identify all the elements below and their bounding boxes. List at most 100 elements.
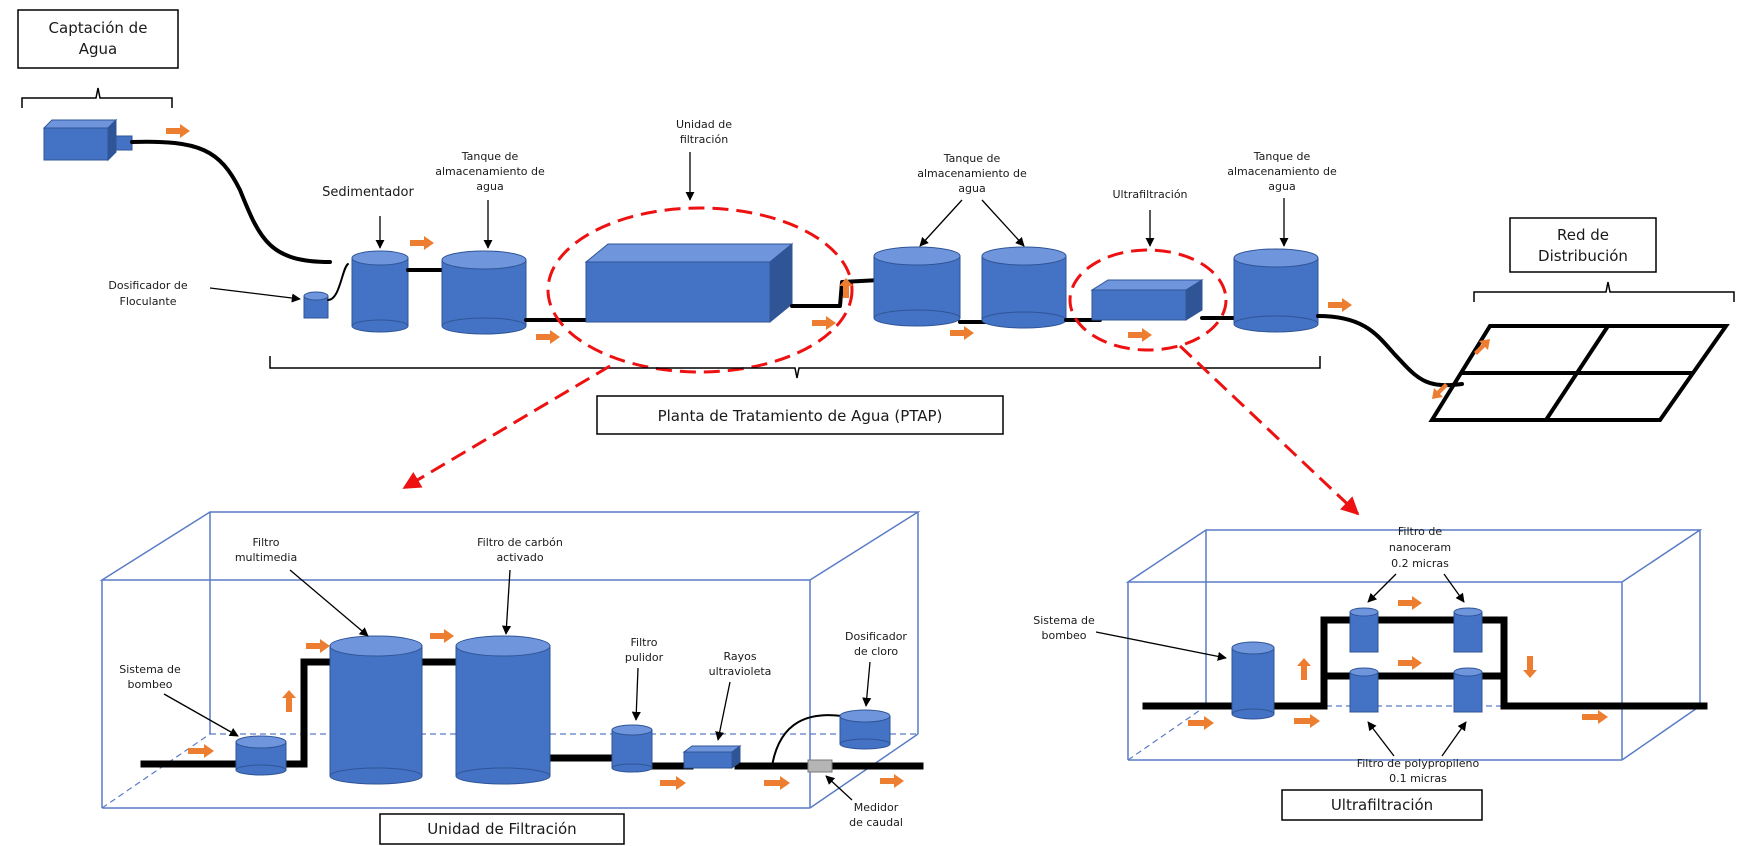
sistema-bombeo-2-label-1: Sistema de (1033, 614, 1095, 627)
filtration-unit-box (584, 242, 794, 324)
pointer-rayos-uv (715, 681, 731, 741)
filtro-multimedia-label-1: Filtro (253, 536, 280, 549)
pipe-tank3-distribution (1316, 314, 1464, 388)
flow-arrows-top (166, 124, 1490, 399)
pointer-nanoceram-1 (1367, 573, 1397, 603)
dosificador-floculante (303, 291, 329, 319)
captacion-pump (42, 118, 133, 162)
unidad-filtracion-caption: Unidad de Filtración (427, 820, 576, 838)
tanque2-label-3: agua (958, 182, 985, 195)
pipe-captacion (130, 139, 332, 264)
filtration-pipe-1 (140, 658, 348, 768)
red-distribucion-label-2: Distribución (1538, 247, 1628, 265)
filtro-pulidor-label-2: pulidor (625, 651, 664, 664)
tanque-2b (981, 246, 1067, 329)
tanque2-label-1: Tanque de (943, 152, 1001, 165)
captacion-label-box: Captación de Agua (17, 9, 179, 69)
dosificador-floculante-label-1: Dosificador de (108, 279, 187, 292)
unidad-filtracion-top-label-1: Unidad de (676, 118, 732, 131)
captacion-label-line2: Agua (79, 40, 117, 58)
tanque3-label-2: almacenamiento de (1227, 165, 1337, 178)
pointer-filtro-pulidor (631, 667, 641, 721)
cloro-line (771, 714, 843, 767)
sistema-bombeo-1-label-1: Sistema de (119, 663, 181, 676)
nanoceram-filter-2 (1453, 607, 1483, 653)
dosificador-cloro-label-2: de cloro (854, 645, 898, 658)
filtration-pump (235, 735, 287, 776)
filtro-carbon-label-2: activado (496, 551, 543, 564)
tanque1-label-2: almacenamiento de (435, 165, 545, 178)
zoom-circle-ultrafiltration (1068, 248, 1228, 352)
captacion-label-line1: Captación de (49, 19, 148, 37)
pointer-dosificador-cloro (862, 661, 872, 707)
ultra-pipe-upper (1142, 616, 1708, 710)
pointer-floculante (209, 287, 301, 303)
sistema-bombeo-1-label-2: bombeo (128, 678, 173, 691)
polypropileno-label-1: Filtro de polypropileno (1357, 757, 1480, 770)
polypropileno-label-2: 0.1 micras (1389, 772, 1447, 785)
ultrafiltracion-caption-box (1281, 789, 1483, 821)
flow-arrows-filtration (188, 629, 904, 790)
tanque3-label-1: Tanque de (1253, 150, 1311, 163)
ultrafiltration-unit-box (1090, 279, 1204, 321)
sistema-bombeo-2-label-2: bombeo (1042, 629, 1087, 642)
filtro-carbon-tank (455, 635, 551, 785)
dosificador-floculante-label-2: Floculante (120, 295, 177, 308)
filtro-carbon-label-1: Filtro de carbón (477, 536, 563, 549)
tanque3-label-3: agua (1268, 180, 1295, 193)
pipe-floculante (327, 263, 349, 301)
filtro-multimedia-tank (329, 635, 423, 785)
nanoceram-label-2: nanoceram (1389, 541, 1451, 554)
captacion-bracket (21, 87, 173, 108)
ptap-label-box (596, 395, 1004, 435)
filtro-pulidor-tank (611, 724, 653, 773)
sedimentador-label: Sedimentador (322, 185, 414, 200)
pipe-filtration-tank2 (790, 278, 882, 308)
pointer-polypropileno-1 (1367, 721, 1395, 757)
tanque-2a (873, 246, 961, 327)
ptap-label: Planta de Tratamiento de Agua (PTAP) (658, 407, 943, 425)
pointer-filtro-multimedia (289, 569, 369, 637)
tanque1-label-1: Tanque de (461, 150, 519, 163)
pointer-medidor-caudal (825, 775, 853, 801)
nanoceram-filter-1 (1349, 607, 1379, 653)
tanque2-label-2: almacenamiento de (917, 167, 1027, 180)
ultrafiltracion-caption: Ultrafiltración (1331, 796, 1433, 814)
pointer-filtro-carbon (501, 569, 512, 635)
zoom-arrow-ultrafiltration (1178, 344, 1360, 516)
sedimentador-tank (351, 250, 409, 333)
pointer-sistema-bombeo-2 (1095, 631, 1227, 661)
red-distribucion-bracket (1473, 281, 1735, 302)
rayos-uv-unit (682, 745, 742, 769)
dosificador-cloro-label-1: Dosificador (845, 630, 907, 643)
red-distribucion-label-1: Red de (1557, 226, 1609, 244)
ptap-bracket (269, 356, 1321, 379)
dosificador-cloro-tank (839, 709, 891, 750)
pointer-sistema-bombeo-1 (163, 693, 239, 737)
zoom-arrow-filtration (402, 364, 611, 490)
filtro-multimedia-label-2: multimedia (235, 551, 297, 564)
pointer-tanque2a (919, 199, 963, 247)
rayos-uv-label-1: Rayos (723, 650, 756, 663)
pointer-tanque2b (981, 199, 1025, 247)
distribution-grid (1428, 324, 1730, 422)
medidor-caudal-label-2: de caudal (849, 816, 903, 829)
filtro-pulidor-label-1: Filtro (631, 636, 658, 649)
nanoceram-label-3: 0.2 micras (1391, 557, 1449, 570)
ultrafiltracion-top-label: Ultrafiltración (1112, 188, 1187, 201)
red-distribucion-label-box (1509, 217, 1657, 273)
nanoceram-label-1: Filtro de (1398, 525, 1442, 538)
tanque1-label-3: agua (476, 180, 503, 193)
zoom-circle-filtration (546, 206, 854, 374)
tanque-1 (441, 250, 527, 335)
ultra-pump (1231, 641, 1275, 720)
unidad-filtracion-top-label-2: filtración (680, 133, 728, 146)
flow-arrows-ultrafiltration (1188, 596, 1608, 730)
medidor-caudal (807, 759, 833, 773)
polypropileno-filter-1 (1349, 667, 1379, 713)
pointer-nanoceram-2 (1443, 573, 1465, 603)
tanque-3 (1233, 248, 1319, 333)
pointer-polypropileno-2 (1441, 721, 1467, 757)
unidad-filtracion-caption-box (379, 813, 625, 845)
